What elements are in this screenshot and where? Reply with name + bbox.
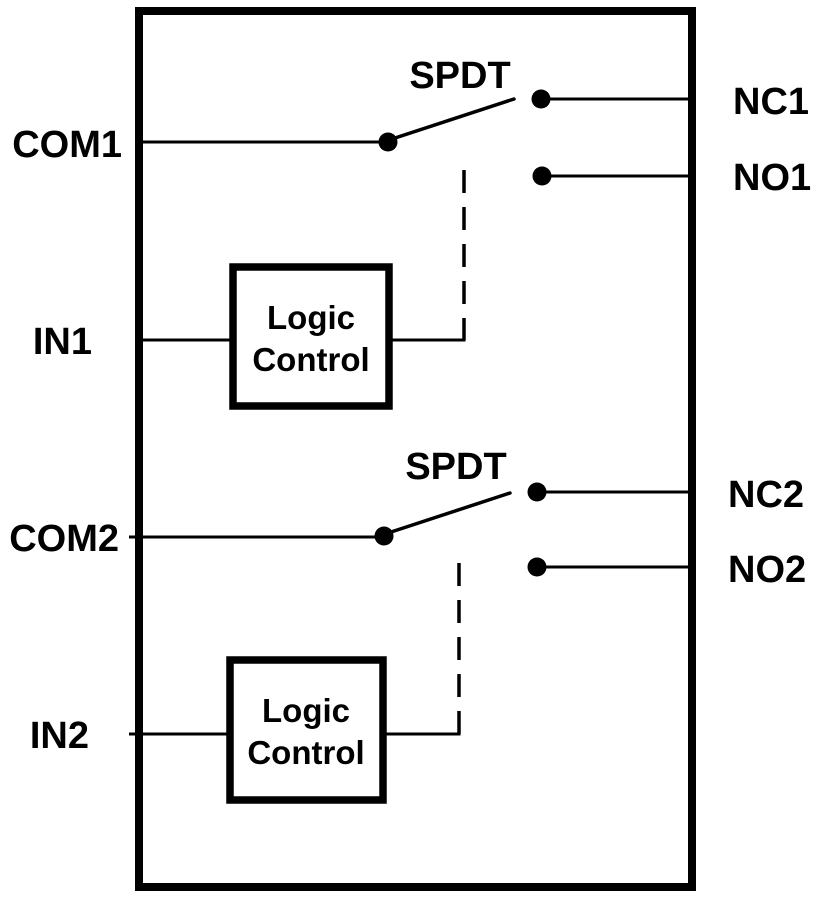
chip-outline: [135, 7, 696, 891]
in2-pin-label: IN2: [30, 715, 89, 757]
spdt2-label: SPDT: [405, 446, 506, 488]
logic-control-1-label-line2: Control: [252, 341, 369, 378]
no1-pin-label: NO1: [733, 157, 811, 199]
logic-control-box-1: [229, 263, 393, 410]
logic-control-box-2: [226, 656, 387, 804]
spdt1-label: SPDT: [409, 55, 510, 97]
switch1-pole-dot: [378, 132, 398, 152]
com1-pin-label: COM1: [12, 124, 122, 166]
logic2-output-lead: [383, 724, 461, 736]
nc1-pin-label: NC1: [733, 81, 809, 123]
switch2-blade: [386, 491, 512, 535]
logic-control-1-label-line1: Logic: [267, 299, 355, 336]
logic-control-2-label-line1: Logic: [262, 692, 350, 729]
switch-channel-2: Logic Control SPDT: [129, 446, 692, 804]
nc2-pin-label: NC2: [728, 474, 804, 516]
com2-pin-label: COM2: [9, 518, 119, 560]
switch1-blade: [390, 97, 516, 141]
in1-pin-label: IN1: [33, 321, 92, 363]
pin-labels: COM1 IN1 COM2 IN2 NC1 NO1 NC2 NO2: [9, 81, 811, 757]
logic-control-2-label-line2: Control: [247, 734, 364, 771]
logic1-output-lead: [389, 330, 466, 342]
no2-pin-label: NO2: [728, 549, 806, 591]
switch-channel-1: Logic Control SPDT: [139, 55, 692, 410]
switch2-pole-dot: [374, 526, 394, 546]
